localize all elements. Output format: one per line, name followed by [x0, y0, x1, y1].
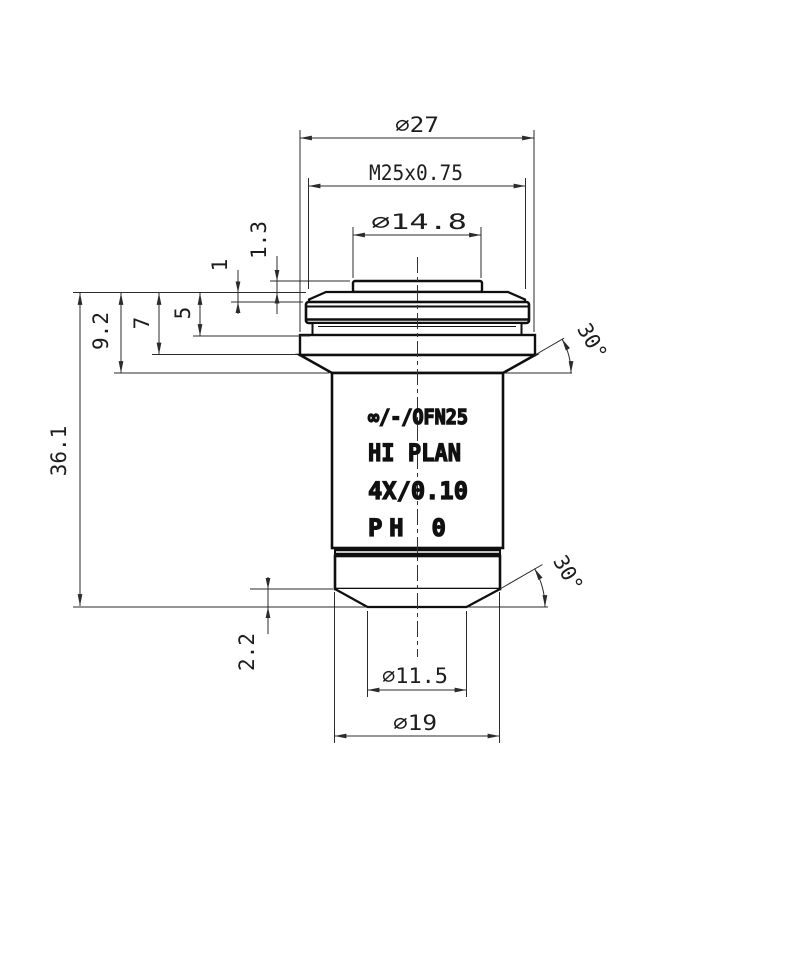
engraving-infinity-ofn25: ∞/-/OFN25 [368, 405, 468, 429]
dim-22-arrow-bottom [265, 607, 271, 618]
engraving-hi-plan: HI PLAN [368, 439, 461, 467]
label-m25: M25x0.75 [369, 161, 463, 185]
dim-13-arrow-top [274, 270, 280, 281]
label-1: 1 [208, 259, 232, 272]
angle-top-extension [534, 337, 565, 356]
label-angle-top: 30° [572, 319, 612, 364]
dimension-lines [77, 135, 574, 739]
label-22: 2.2 [235, 633, 259, 671]
label-13: 1.3 [247, 221, 271, 259]
label-7: 7 [130, 317, 154, 330]
dimension-labels: ∅27 M25x0.75 ∅14.8 1.3 1 5 7 9.2 36.1 2.… [47, 113, 612, 735]
label-d115: ∅11.5 [382, 664, 448, 688]
dim-angle-top-arc [561, 338, 574, 374]
label-d19: ∅19 [393, 711, 437, 735]
label-angle-bottom: 30° [548, 551, 588, 596]
label-d27: ∅27 [395, 113, 439, 137]
dim-22-arrow-top [265, 578, 271, 589]
label-361: 36.1 [47, 426, 71, 477]
label-d148: ∅14.8 [371, 210, 467, 234]
angle-bottom-extension [499, 564, 543, 590]
dim-13-arrow-bottom [274, 292, 280, 304]
dim-angle-bottom-arc [534, 568, 548, 608]
label-92: 9.2 [89, 312, 113, 350]
label-5: 5 [171, 307, 195, 320]
dim-1-arrow-top [235, 281, 241, 293]
engraving-magnification: 4X/0.10 [368, 477, 468, 505]
dim-1-arrow-bottom [235, 302, 241, 313]
objective-outline [295, 257, 540, 657]
